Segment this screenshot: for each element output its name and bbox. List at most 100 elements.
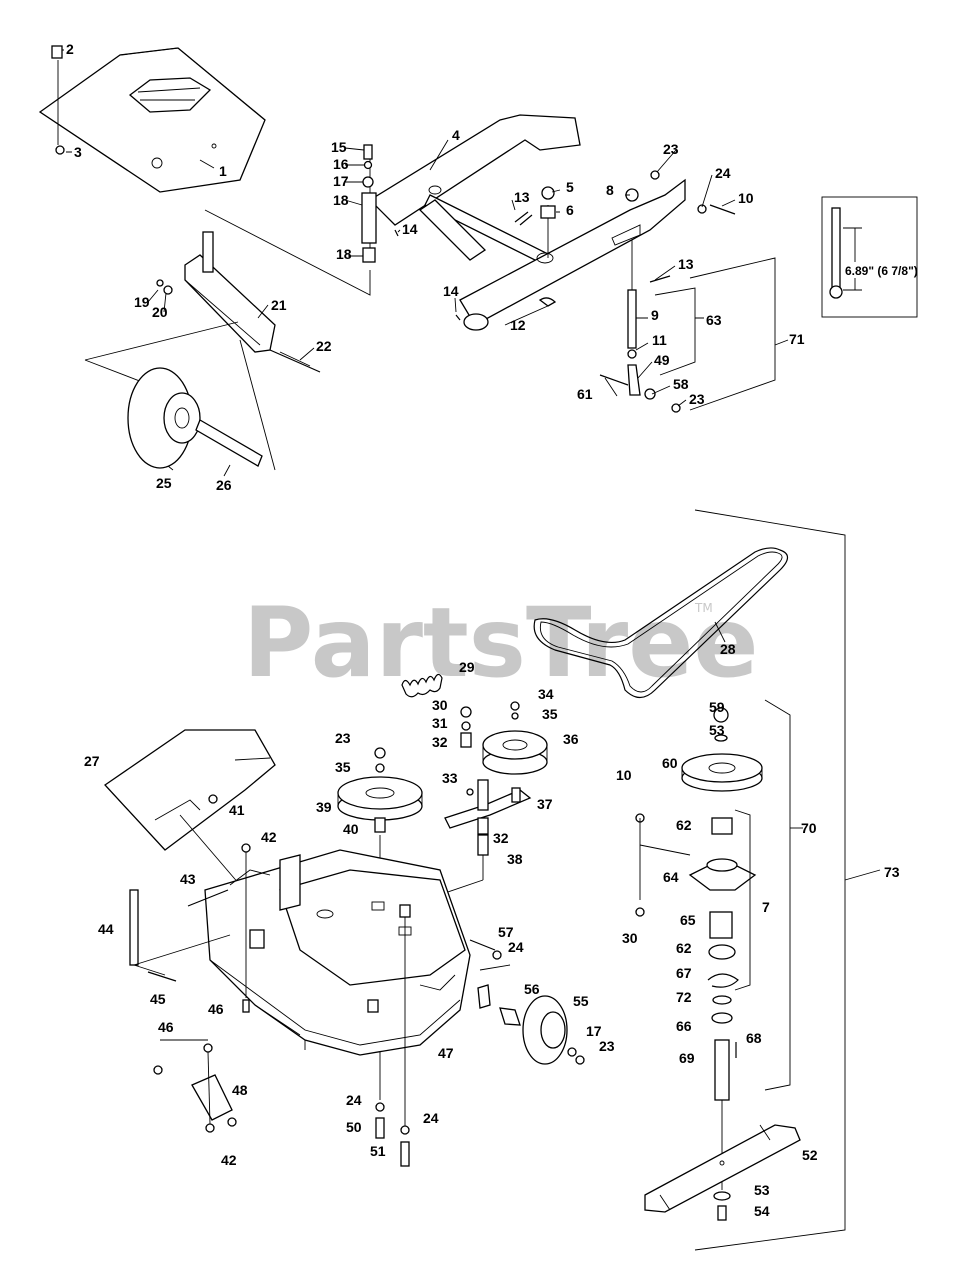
callout-15: 15 [331,139,347,155]
mower-deck [204,849,471,1056]
callout-24a: 24 [715,165,731,181]
callout-18: 18 [333,192,349,208]
callout-30: 30 [432,697,448,713]
callout-1: 1 [219,163,227,179]
callout-29: 29 [459,659,475,675]
callout-20: 20 [152,304,168,320]
callout-38: 38 [507,851,523,867]
callout-labels: 1 2 3 4 5 6 7 8 9 10 10 11 12 13 13 14 1… [66,41,900,1219]
caster-arm [156,231,321,373]
callout-10b: 10 [616,767,632,783]
callout-24b: 24 [508,939,524,955]
callout-18b: 18 [336,246,352,262]
callout-14b: 14 [443,283,459,299]
callout-22: 22 [316,338,332,354]
callout-65: 65 [680,912,696,928]
callout-9: 9 [651,307,659,323]
callout-10: 10 [738,190,754,206]
callout-53b: 53 [754,1182,770,1198]
callout-71: 71 [789,331,805,347]
callout-46b: 46 [158,1019,174,1035]
callout-72: 72 [676,989,692,1005]
callout-32b: 32 [493,830,509,846]
callout-58: 58 [673,376,689,392]
callout-66: 66 [676,1018,692,1034]
callout-40: 40 [343,821,359,837]
callout-35: 35 [542,706,558,722]
callout-32: 32 [432,734,448,750]
callout-3: 3 [74,144,82,160]
callout-28: 28 [720,641,736,657]
callout-4: 4 [452,127,460,143]
callout-44: 44 [98,921,114,937]
callout-23d: 23 [599,1038,615,1054]
callout-17b: 17 [586,1023,602,1039]
callout-2: 2 [66,41,74,57]
callout-45: 45 [150,991,166,1007]
callout-51: 51 [370,1143,386,1159]
callout-26: 26 [216,477,232,493]
callout-41: 41 [229,802,245,818]
deck-cover [38,45,266,193]
callout-73: 73 [884,864,900,880]
callout-48: 48 [232,1082,248,1098]
watermark-tm: TM [694,601,713,615]
callout-23a: 23 [663,141,679,157]
callout-56: 56 [524,981,540,997]
callout-54: 54 [754,1203,770,1219]
callout-69: 69 [679,1050,695,1066]
callout-30b: 30 [622,930,638,946]
callout-57: 57 [498,924,514,940]
callout-35b: 35 [335,759,351,775]
callout-31: 31 [432,715,448,731]
callout-16: 16 [333,156,349,172]
callout-55: 55 [573,993,589,1009]
callout-36: 36 [563,731,579,747]
deck-frame [368,114,686,331]
callout-63: 63 [706,312,722,328]
callout-61: 61 [577,386,593,402]
caster-wheel [127,367,263,469]
callout-23c: 23 [335,730,351,746]
watermark: PartsTree [243,587,758,699]
callout-34: 34 [538,686,554,702]
callout-7: 7 [762,899,770,915]
callout-5: 5 [566,179,574,195]
callout-21: 21 [271,297,287,313]
callout-23b: 23 [689,391,705,407]
callout-25: 25 [156,475,172,491]
callout-62: 62 [676,817,692,833]
callout-43: 43 [180,871,196,887]
callout-46: 46 [208,1001,224,1017]
callout-67: 67 [676,965,692,981]
callout-60: 60 [662,755,678,771]
discharge-chute [104,729,276,851]
callout-62b: 62 [676,940,692,956]
callout-49: 49 [654,352,670,368]
callout-59: 59 [709,699,725,715]
callout-27: 27 [84,753,100,769]
callout-19: 19 [134,294,150,310]
mower-blade [644,1124,801,1213]
callout-42b: 42 [221,1152,237,1168]
inset-dimension: 6.89" (6 7/8") [845,264,918,278]
callout-68: 68 [746,1030,762,1046]
inset-box: 6.89" (6 7/8") [821,196,918,318]
callout-39: 39 [316,799,332,815]
callout-64: 64 [663,869,679,885]
callout-17: 17 [333,173,349,189]
callout-24c: 24 [346,1092,362,1108]
callout-8: 8 [606,182,614,198]
callout-11: 11 [652,332,667,348]
callout-50: 50 [346,1119,362,1135]
spring [401,673,443,698]
callout-37: 37 [537,796,553,812]
callout-42: 42 [261,829,277,845]
callout-6: 6 [566,202,574,218]
callout-13: 13 [514,189,530,205]
callout-14: 14 [402,221,418,237]
callout-24d: 24 [423,1110,439,1126]
callout-33: 33 [442,770,458,786]
callout-13b: 13 [678,256,694,272]
